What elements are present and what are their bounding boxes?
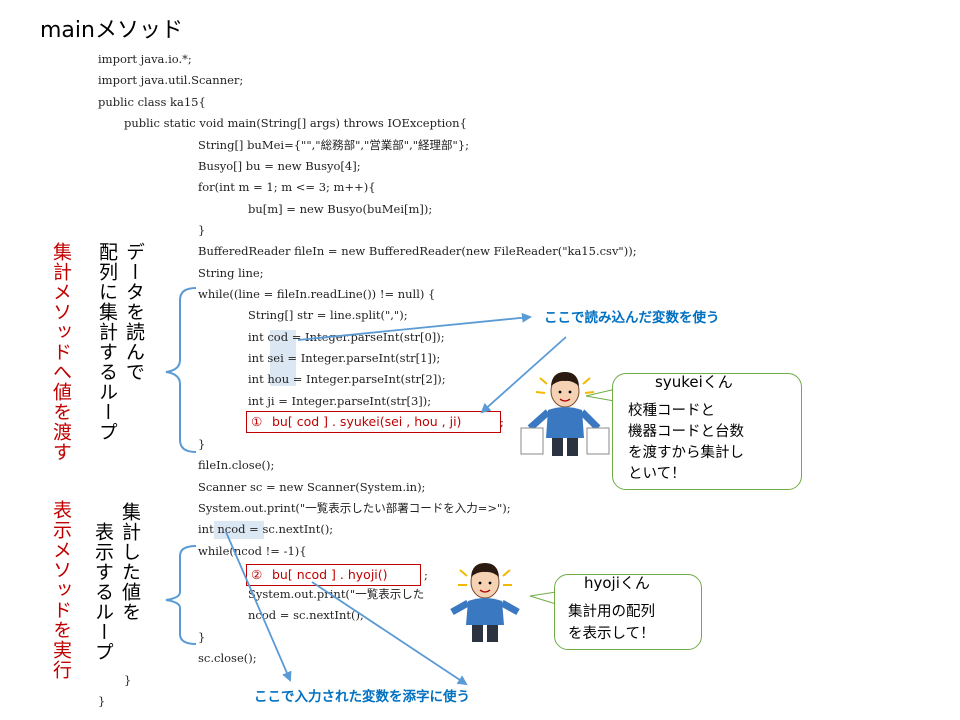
arrow-ncod-index (311, 581, 468, 686)
syukei-call-text: bu[ cod ] . syukei(sei , hou , ji) (272, 414, 462, 429)
code-line: BufferedReader fileIn = new BufferedRead… (198, 244, 637, 258)
arrow-to-read-note (297, 312, 532, 341)
loop2-brace (165, 545, 197, 645)
code-line: System.out.print("一覧表示したい部署コードを入力=>"); (198, 501, 511, 515)
code-line: int cod = Integer.parseInt(str[0]); (248, 330, 445, 344)
input-var-note: ここで入力された変数を添字に使う (254, 689, 470, 705)
hyoji-name: hyojiくん (584, 574, 650, 592)
code-line: } (98, 694, 106, 708)
syukei-speech-bubble (612, 373, 802, 490)
code-line: int hou = Integer.parseInt(str[2]); (248, 372, 446, 386)
loop1-brace (165, 287, 197, 453)
code-line: while(ncod != -1){ (198, 544, 307, 558)
hyoji-bubble-line: 集計用の配列 (568, 604, 655, 620)
code-line: public static void main(String[] args) t… (124, 116, 467, 130)
code-line: } (124, 673, 132, 687)
loop1-label-line2: 配列に集計するループ (96, 242, 118, 442)
code-line: import java.io.*; (98, 52, 192, 66)
hyoji-call-semicolon: ; (424, 568, 428, 582)
page-title: mainメソッド (40, 18, 183, 43)
loop1-label-line1: データを読んで (123, 242, 145, 382)
loop2-label-line1: 集計した値を (119, 502, 141, 622)
code-line: fileIn.close(); (198, 458, 275, 472)
syukei-bubble-line: といて！ (628, 466, 686, 482)
code-line: String line; (198, 266, 264, 280)
syukei-call-box (246, 411, 501, 433)
code-line: import java.util.Scanner; (98, 73, 244, 87)
bubble1-tail (585, 387, 621, 403)
code-line: while((line = fileIn.readLine()) != null… (198, 287, 436, 301)
arrow-ncod-down (225, 531, 292, 682)
code-line: public class ka15{ (98, 95, 206, 109)
code-line: String[] str = line.split(","); (248, 308, 408, 322)
hyoji-call-box (246, 564, 421, 586)
run-display-label: 表示メソッドを実行 (50, 500, 72, 680)
code-line: } (198, 630, 206, 644)
code-line: int ncod = sc.nextInt(); (198, 522, 334, 536)
read-vars-note: ここで読み込んだ変数を使う (544, 310, 720, 326)
bubble2-tail (529, 591, 557, 605)
pass-values-label: 集計メソッドへ値を渡す (50, 242, 72, 462)
var-highlight (270, 330, 296, 386)
syukei-character-icon (520, 372, 610, 456)
code-line: } (198, 437, 206, 451)
syukei-name: syukeiくん (655, 373, 733, 391)
code-line: bu[m] = new Busyo(buMei[m]); (248, 202, 433, 216)
syukei-bubble-line: を渡すから集計し (628, 445, 744, 461)
code-line: } (198, 223, 206, 237)
code-line: Scanner sc = new Scanner(System.in); (198, 480, 426, 494)
syukei-bubble-line: 校種コードと (628, 403, 715, 419)
syukei-call-marker: ① (251, 414, 263, 429)
arrow-to-call-args (480, 336, 567, 414)
hyoji-bubble-line: を表示して！ (568, 626, 655, 642)
code-line: sc.close(); (198, 651, 257, 665)
code-line: Busyo[] bu = new Busyo[4]; (198, 159, 361, 173)
code-line: System.out.print("一覧表示した (248, 587, 425, 601)
code-line: String[] buMei={"","総務部","営業部","経理部"}; (198, 138, 470, 152)
hyoji-call-text: bu[ ncod ] . hyoji() (272, 567, 388, 582)
hyoji-character-icon (450, 563, 520, 642)
syukei-call-semicolon: ; (500, 415, 504, 429)
hyoji-speech-bubble (554, 574, 702, 650)
code-line: for(int m = 1; m <= 3; m++){ (198, 180, 376, 194)
syukei-bubble-line: 機器コードと台数 (628, 424, 744, 440)
code-line: int ji = Integer.parseInt(str[3]); (248, 394, 432, 408)
hyoji-call-marker: ② (251, 567, 263, 582)
code-line: int sei = Integer.parseInt(str[1]); (248, 351, 441, 365)
loop2-label-line2: 表示するループ (92, 522, 114, 662)
